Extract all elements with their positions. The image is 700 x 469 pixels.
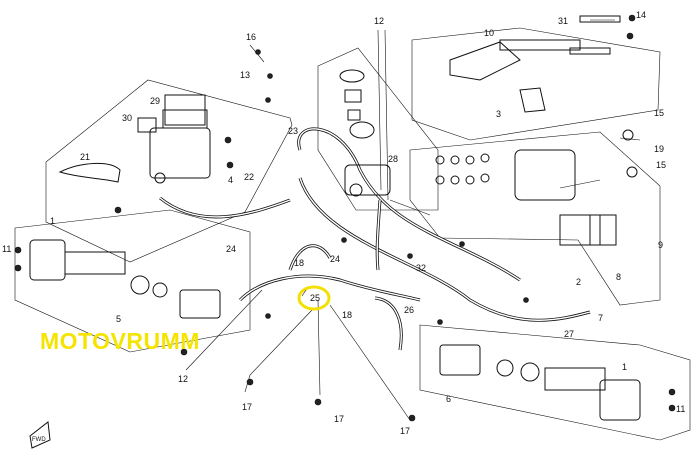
callout-19: 19: [654, 144, 664, 154]
bolts: [180, 49, 529, 422]
callout-1: 1: [622, 362, 627, 372]
callout-32: 32: [416, 263, 426, 273]
callout-29: 29: [150, 96, 160, 106]
callout-26: 26: [404, 305, 414, 315]
callout-14: 14: [636, 10, 646, 20]
callout-17: 17: [242, 402, 252, 412]
callout-1: 1: [50, 216, 55, 226]
callout-22: 22: [244, 172, 254, 182]
callout-16: 16: [246, 32, 256, 42]
caliper-group-outline: [409, 131, 661, 306]
callout-31: 31: [558, 16, 568, 26]
right-caliper-group-outline: [419, 324, 691, 441]
callout-10: 10: [484, 28, 494, 38]
brake-lever-assembly: [449, 14, 636, 113]
forward-logo-text: FWD: [32, 437, 46, 443]
master-cylinder-center: [339, 69, 431, 216]
callout-23: 23: [288, 126, 298, 136]
callout-17: 17: [334, 414, 344, 424]
callout-8: 8: [616, 272, 621, 282]
center-cylinder-group-outline: [317, 47, 439, 211]
brake-lever-group-outline: [411, 27, 661, 141]
callout-5: 5: [116, 314, 121, 324]
callout-15: 15: [656, 160, 666, 170]
callout-24: 24: [226, 244, 236, 254]
caliper-pistons-rear: [435, 129, 638, 246]
callout-2: 2: [576, 277, 581, 287]
callout-17: 17: [400, 426, 410, 436]
callout-11: 11: [676, 404, 685, 414]
callout-24: 24: [330, 254, 340, 264]
master-cylinder-group-outline: [45, 79, 293, 263]
callout-3: 3: [496, 109, 501, 119]
watermark-text: MOTOVRUMM: [40, 328, 200, 354]
callout-4: 4: [228, 175, 233, 185]
callout-12: 12: [178, 374, 188, 384]
brake-caliper-left: [14, 239, 221, 319]
callout-28: 28: [388, 154, 398, 164]
left-caliper-group-outline: [14, 209, 251, 353]
highlight-ring-part-25: [297, 285, 331, 311]
callout-30: 30: [122, 113, 132, 123]
callout-9: 9: [658, 240, 663, 250]
brake-hose-26: [374, 296, 403, 351]
callout-7: 7: [598, 313, 603, 323]
callout-18: 18: [294, 258, 304, 268]
callout-27: 27: [564, 329, 574, 339]
callout-15: 15: [654, 108, 664, 118]
callout-21: 21: [80, 152, 90, 162]
master-cylinder-left: [58, 94, 234, 214]
callout-18: 18: [342, 310, 352, 320]
callout-labels: 1 1 2 3 4 5 6 7 8 9 10 11 11 12 12 13 14…: [2, 10, 685, 436]
callout-12: 12: [374, 16, 384, 26]
brake-hose-27: [298, 177, 591, 322]
callout-13: 13: [240, 70, 250, 80]
callout-6: 6: [446, 394, 451, 404]
brake-caliper-right: [439, 344, 676, 421]
callout-11: 11: [2, 244, 11, 254]
forward-direction-logo: FWD: [29, 421, 51, 449]
callout-25: 25: [310, 293, 320, 303]
